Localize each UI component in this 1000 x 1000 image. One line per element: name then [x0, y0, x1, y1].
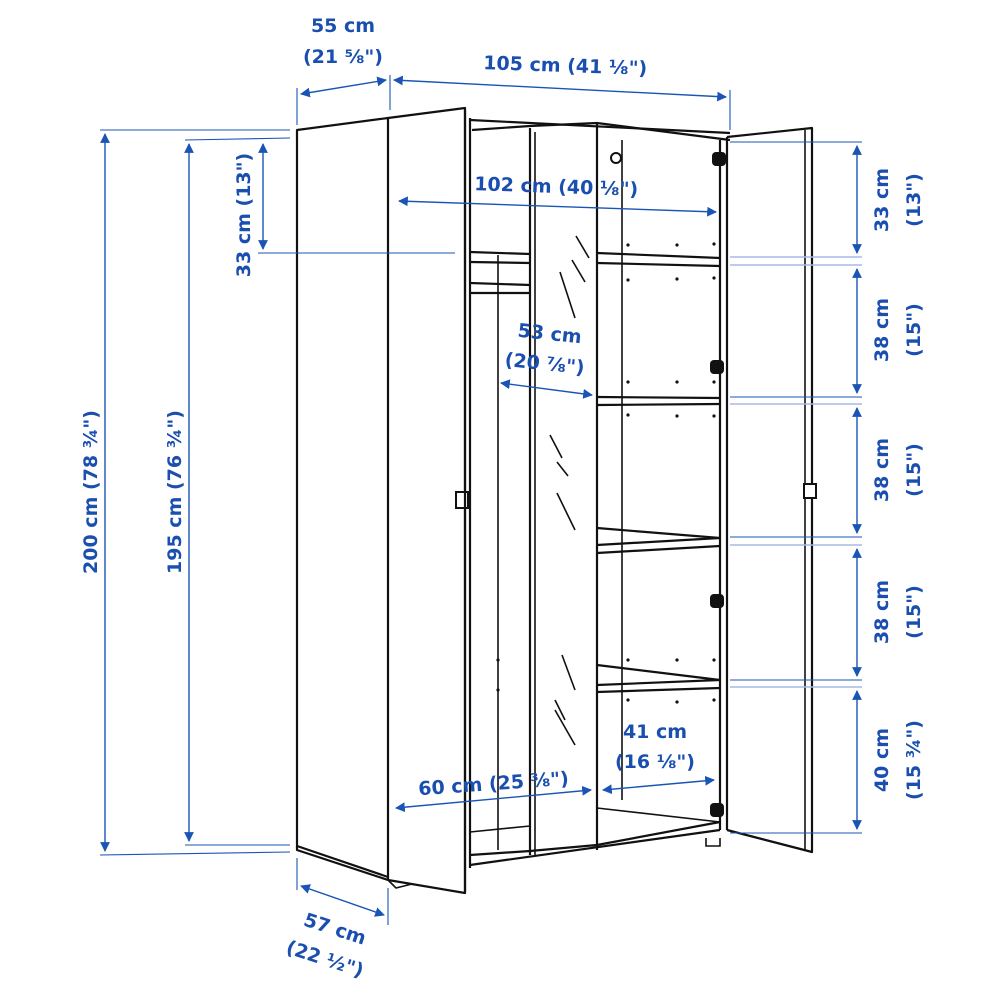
mirror-reflection-marks — [549, 235, 590, 746]
label-33cm-left: 33 cm (13") — [233, 153, 255, 277]
label-shelf-2: 38 cm — [871, 298, 893, 362]
label-55cm-imperial: (21 ⅝") — [303, 46, 383, 68]
label-55cm: 55 cm — [311, 15, 375, 37]
label-shelf-5-imperial: (15 ¾") — [903, 720, 925, 800]
label-shelf-3-imperial: (15") — [903, 443, 925, 497]
label-shelf-5: 40 cm — [871, 728, 893, 792]
carcass — [463, 110, 731, 892]
label-105cm: 105 cm (41 ⅛") — [483, 52, 648, 80]
hinge-icons — [710, 152, 726, 817]
right-door-handle — [803, 483, 817, 499]
label-53cm-imperial: (20 ⅞") — [504, 349, 586, 379]
label-shelf-2-imperial: (15") — [903, 303, 925, 357]
rail-bracket-icon — [610, 152, 622, 164]
left-door — [295, 106, 469, 895]
label-shelf-1: 33 cm — [871, 168, 893, 232]
label-102cm: 102 cm (40 ⅛") — [474, 173, 639, 201]
label-shelf-4: 38 cm — [871, 580, 893, 644]
label-195cm: 195 cm (76 ¾") — [164, 410, 186, 574]
label-41cm-imperial: (16 ⅛") — [615, 751, 695, 773]
dimension-lines — [99, 75, 862, 925]
label-shelf-1-imperial: (13") — [903, 173, 925, 227]
wardrobe-drawing — [295, 106, 817, 895]
label-shelf-4-imperial: (15") — [903, 585, 925, 639]
label-41cm: 41 cm — [623, 721, 687, 743]
right-door — [710, 126, 817, 854]
left-door-handle — [455, 491, 469, 509]
label-200cm: 200 cm (78 ¾") — [80, 410, 102, 574]
label-60cm: 60 cm (25 ⅜") — [418, 768, 570, 800]
label-53cm: 53 cm — [517, 320, 583, 349]
dimension-labels: 55 cm (21 ⅝") 105 cm (41 ⅛") 102 cm (40 … — [80, 15, 925, 982]
label-shelf-3: 38 cm — [871, 438, 893, 502]
